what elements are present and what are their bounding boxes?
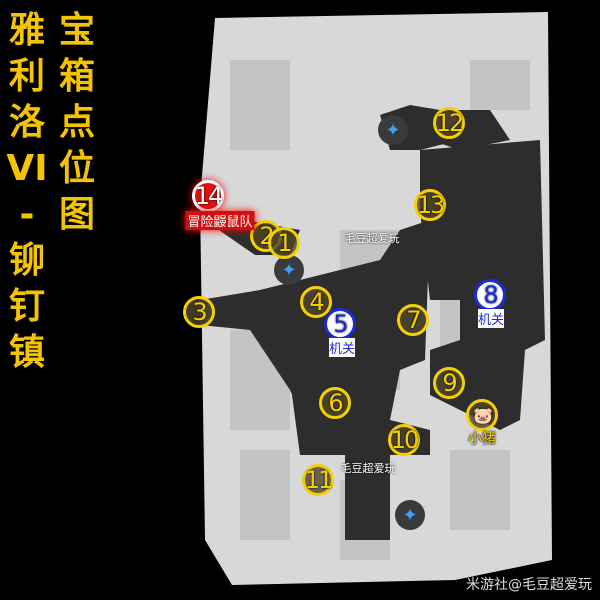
title-char: 宝 (58, 10, 95, 51)
mechanism-label: 机关 (328, 338, 356, 357)
title-char: 洛 (8, 102, 45, 143)
title-char: 图 (58, 194, 95, 235)
mechanism-marker-8[interactable]: 8 (474, 279, 506, 311)
title-char: - (19, 194, 35, 235)
chest-marker-13[interactable]: 13 (414, 189, 446, 221)
title-char: 箱 (58, 56, 95, 97)
title-char: 位 (58, 148, 95, 189)
title-char: 点 (58, 102, 95, 143)
chest-marker-4[interactable]: 4 (300, 286, 332, 318)
chest-marker-7[interactable]: 7 (397, 304, 429, 336)
teleport-icon[interactable]: ✦ (395, 500, 425, 530)
chest-marker-6[interactable]: 6 (319, 387, 351, 419)
chest-marker-9[interactable]: 9 (433, 367, 465, 399)
pig-icon[interactable]: 🐷 (466, 399, 498, 431)
teleport-icon[interactable]: ✦ (274, 255, 304, 285)
title-char: 雅 (8, 10, 45, 51)
map-watermark: 毛豆超爱玩 (340, 462, 396, 475)
mechanism-marker-5[interactable]: 5 (324, 308, 356, 340)
map-watermark: 毛豆超爱玩 (344, 232, 400, 245)
teleport-icon[interactable]: ✦ (378, 115, 408, 145)
title-char: 镇 (8, 332, 45, 373)
watermark: 米游社@毛豆超爱玩 (466, 577, 592, 593)
chest-marker-3[interactable]: 3 (183, 296, 215, 328)
title-subject: 宝箱点位图 (52, 8, 102, 238)
chest-marker-1[interactable]: 1 (268, 227, 300, 259)
mechanism-label: 机关 (477, 309, 505, 328)
quest-marker-14[interactable]: 14 (192, 180, 224, 212)
title-char: VI (6, 148, 48, 189)
title-char: 钉 (8, 286, 45, 327)
title-char: 铆 (8, 240, 45, 281)
chest-marker-12[interactable]: 12 (433, 107, 465, 139)
title-location: 雅利洛 VI - 铆钉镇 (2, 8, 52, 376)
quest-label: 冒险鼹鼠队 (185, 211, 255, 230)
title-char: 利 (8, 56, 45, 97)
chest-marker-11[interactable]: 11 (302, 464, 334, 496)
chest-marker-10[interactable]: 10 (388, 424, 420, 456)
pig-label: 小猪 (468, 431, 496, 447)
